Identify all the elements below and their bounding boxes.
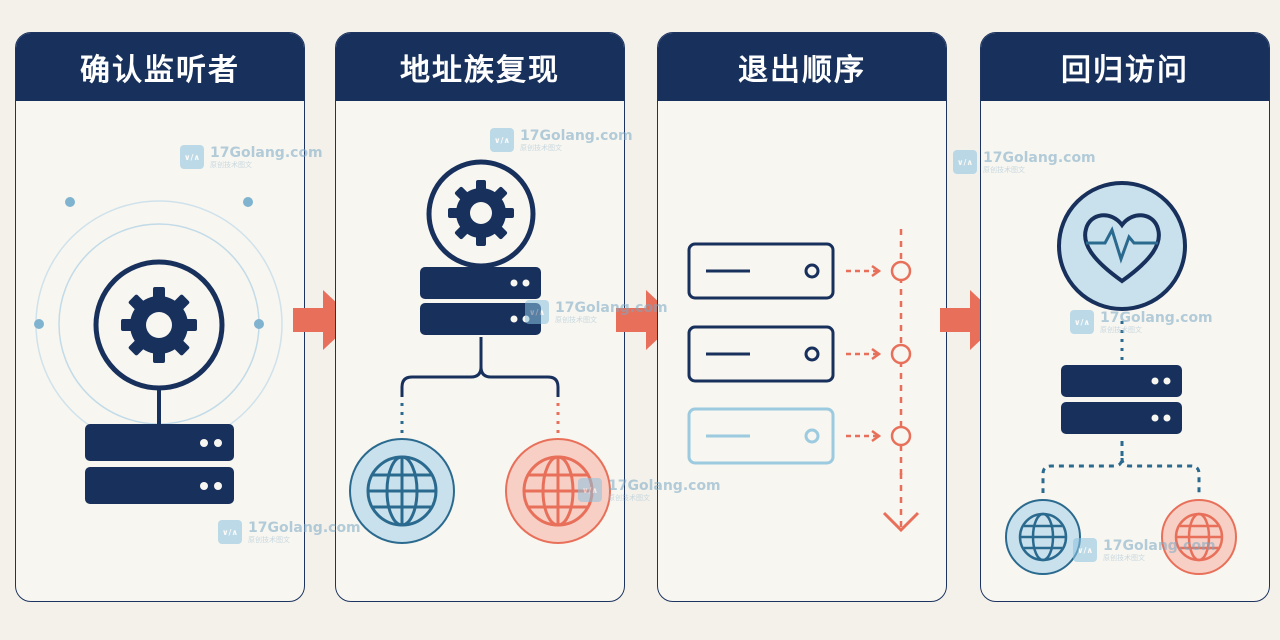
listener-illustration [34, 197, 283, 504]
watermark-logo: ∨/∧ [953, 150, 977, 174]
ring-dot [34, 319, 44, 329]
server-icon [420, 267, 541, 335]
panel-body [16, 101, 304, 601]
dotted-branch [1041, 441, 1201, 493]
globe-icon-ipv4 [349, 438, 455, 544]
branch-connector [400, 337, 560, 397]
step-arrow [846, 429, 882, 443]
step-arrow [846, 264, 882, 278]
panel-title: 退出顺序 [658, 33, 946, 101]
ring-dot [65, 197, 75, 207]
regression-illustration [1005, 181, 1237, 575]
right-arrow-icon [616, 290, 678, 350]
globe-icon-ipv6 [1161, 499, 1237, 575]
panel-title: 回归访问 [981, 33, 1269, 101]
ring-dot [243, 197, 253, 207]
right-arrow-icon [293, 290, 355, 350]
server-card-faded [687, 407, 835, 465]
timeline-node [890, 343, 912, 365]
panel-exit-order: 退出顺序 [657, 32, 947, 602]
server-card [687, 325, 835, 383]
down-arrow-icon [882, 511, 920, 533]
step-arrow [846, 347, 882, 361]
ring-dot [254, 319, 264, 329]
gear-icon [426, 159, 536, 269]
panel-title: 地址族复现 [336, 33, 624, 101]
gear-icon [93, 259, 225, 391]
panel-body [658, 101, 946, 601]
panel-regression-access: 回归访问 [980, 32, 1270, 602]
server-card [687, 242, 835, 300]
panel-title: 确认监听者 [16, 33, 304, 101]
right-arrow-icon [940, 290, 1002, 350]
panel-confirm-listener: 确认监听者 [15, 32, 305, 602]
server-icon [1061, 365, 1182, 434]
server-icon [85, 424, 234, 504]
address-family-illustration [349, 159, 611, 544]
panel-body [336, 101, 624, 601]
panel-body [981, 101, 1269, 601]
timeline-node [890, 425, 912, 447]
heart-pulse-icon [1057, 181, 1187, 311]
panel-address-family: 地址族复现 [335, 32, 625, 602]
timeline-node [890, 260, 912, 282]
exit-order-illustration [687, 229, 920, 533]
globe-icon-ipv6 [505, 438, 611, 544]
globe-icon-ipv4 [1005, 499, 1081, 575]
